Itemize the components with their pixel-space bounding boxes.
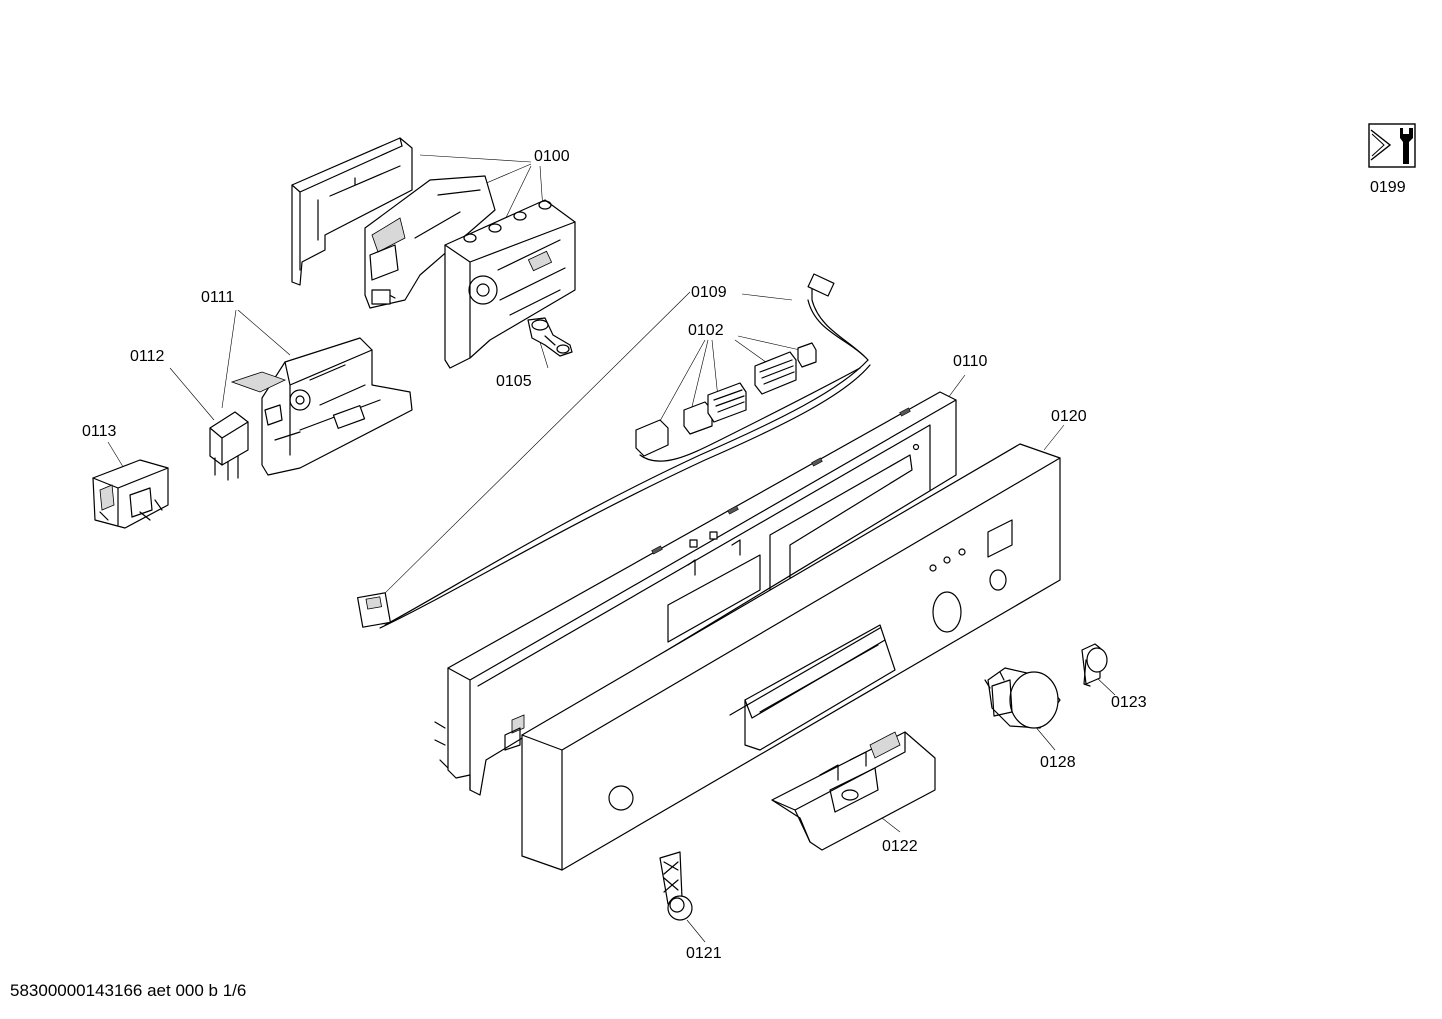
label-0112: 0112 (130, 348, 165, 365)
part-labels: 0100 0102 0105 0109 0110 0111 0112 0113 … (82, 148, 1406, 962)
part-0121-latch (659, 851, 693, 921)
label-0100: 0100 (534, 148, 570, 165)
label-0199: 0199 (1370, 179, 1406, 196)
part-0122-carrier (771, 731, 936, 851)
part-0123-small-knob (1081, 643, 1108, 687)
label-0123: 0123 (1111, 694, 1147, 711)
part-0128-rotary-knob (984, 667, 1061, 729)
label-0109: 0109 (691, 284, 727, 301)
part-0112-component (209, 411, 249, 481)
part-0113-switch (92, 459, 169, 529)
label-0121: 0121 (686, 945, 722, 962)
part-0102-connectors (635, 342, 861, 462)
label-0128: 0128 (1040, 754, 1076, 771)
label-0120: 0120 (1051, 408, 1087, 425)
label-0122: 0122 (882, 838, 918, 855)
part-0109-wiring-harness (357, 273, 871, 629)
label-0102: 0102 (688, 322, 724, 339)
part-0111-mechanism (230, 337, 413, 476)
document-code: 58300000143166 aet 000 b 1/6 (10, 981, 247, 1000)
leader-lines (107, 154, 1116, 943)
part-0120-front-fascia (521, 443, 1061, 871)
label-0110: 0110 (953, 353, 988, 370)
part-0100-electronic-module (291, 137, 576, 369)
part-0199-wrench-icon (1368, 123, 1416, 168)
label-0105: 0105 (496, 373, 532, 390)
label-0111: 0111 (201, 289, 234, 306)
label-0113: 0113 (82, 423, 117, 440)
part-0105-sensor-plug (527, 317, 573, 357)
